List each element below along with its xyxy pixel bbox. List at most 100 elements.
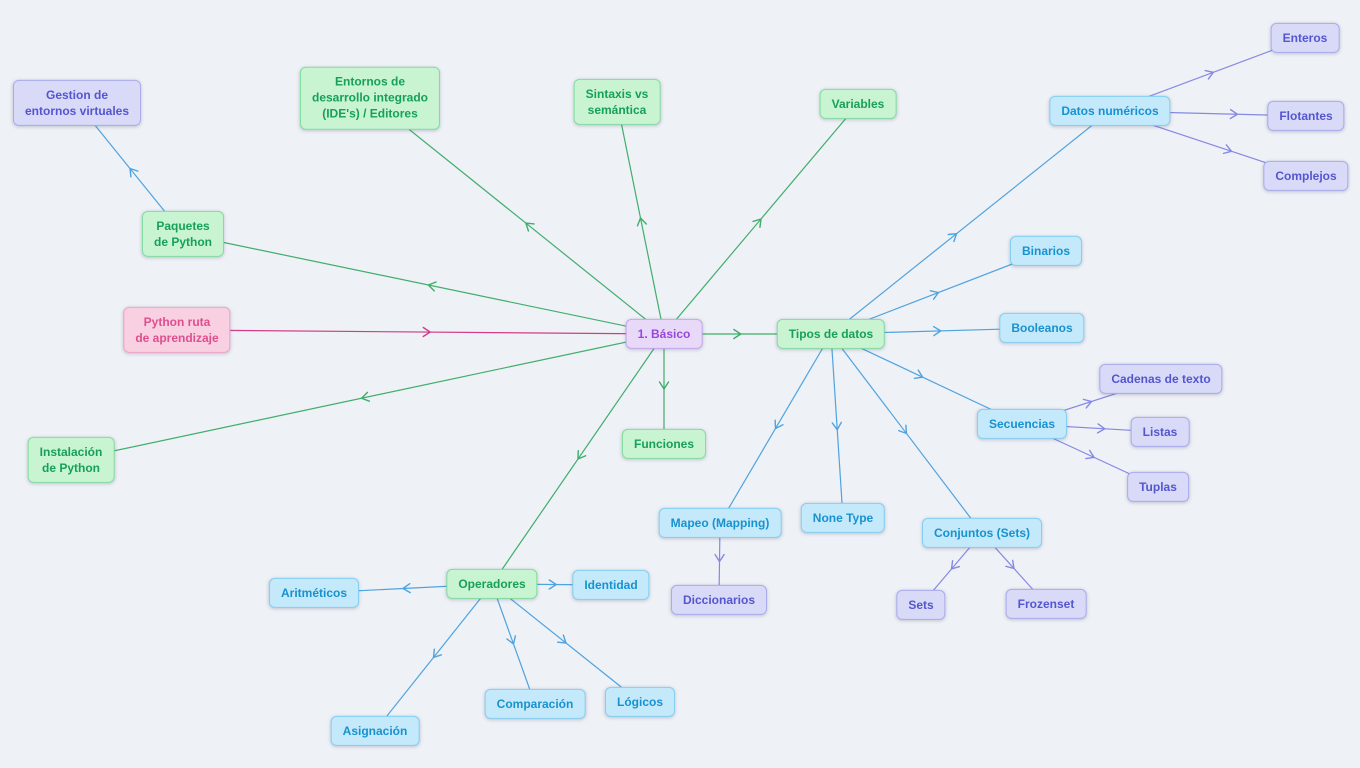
node-mapeo[interactable]: Mapeo (Mapping) [658,507,782,539]
arrowhead-basico-funciones [658,381,670,390]
node-sintaxis-label-line: semántica [587,103,647,117]
node-instalacion[interactable]: Instalación de Python [27,436,115,484]
node-sets-label-line: Sets [908,597,934,612]
node-secuencias[interactable]: Secuencias [976,408,1068,440]
node-booleanos-label-line: Booleanos [1011,320,1073,335]
node-logicos[interactable]: Lógicos [604,686,676,718]
node-diccionarios[interactable]: Diccionarios [670,584,768,616]
arrowhead-tipos-mapeo [774,419,784,430]
node-identidad-label-line: Identidad [584,577,638,592]
arrowhead-datos-num-enteros [1204,69,1215,80]
node-booleanos[interactable]: Booleanos [999,312,1085,344]
node-identidad[interactable]: Identidad [572,569,650,601]
node-python-ruta[interactable]: Python ruta de aprendizaje [123,306,231,354]
arrowhead-operadores-comparacion [506,635,517,645]
node-paquetes[interactable]: Paquetes de Python [141,210,225,258]
node-conjuntos[interactable]: Conjuntos (Sets) [922,517,1042,549]
node-instalacion-label-line: de Python [41,461,100,475]
node-ides-label-line: Entornos de [334,74,405,89]
node-ides-label-line: desarrollo integrado [311,90,429,105]
node-frozenset[interactable]: Frozenset [1005,588,1087,620]
node-binarios-label-line: Binarios [1021,243,1071,258]
arrowhead-basico-instalacion [360,391,371,402]
node-sintaxis-label-line: Sintaxis vs [585,86,649,101]
arrowhead-tipos-booleanos [932,325,942,337]
node-conjuntos-label-line: Conjuntos (Sets) [934,525,1030,540]
node-comparacion-label-line: Comparación [496,696,574,711]
node-basico[interactable]: 1. Básico [625,318,703,350]
arrowhead-python-ruta-basico [422,326,431,338]
node-binarios[interactable]: Binarios [1009,235,1083,267]
arrowhead-conjuntos-frozenset [1005,559,1015,570]
arrowhead-conjuntos-sets [950,560,961,570]
arrowhead-basico-sintaxis [636,217,648,227]
arrowhead-basico-ides [525,222,535,232]
arrowhead-basico-paquetes [427,281,437,292]
node-python-ruta-label-line: Python ruta [143,314,211,329]
node-gestion-label-line: Gestion de [45,87,108,102]
node-aritmeticos[interactable]: Aritméticos [268,577,360,609]
edge-basico-ides [369,97,665,335]
edge-tipos-nonetype [830,333,844,519]
node-logicos-label-line: Lógicos [616,694,664,709]
arrowhead-datos-num-flotantes [1229,108,1239,120]
arrowhead-tipos-conjuntos [897,424,908,435]
arrowhead-operadores-identidad [548,579,557,590]
node-sets[interactable]: Sets [896,589,946,621]
node-aritmeticos-label-line: Aritméticos [280,585,348,600]
edge-basico-paquetes [182,233,665,335]
arrowhead-paquetes-gestion [129,167,139,178]
arrowhead-tipos-nonetype [831,421,842,431]
arrowhead-tipos-binarios [929,290,940,300]
edge-basico-instalacion [70,333,665,461]
arrowhead-operadores-aritmeticos [402,582,411,594]
node-enteros[interactable]: Enteros [1270,22,1340,54]
node-enteros-label-line: Enteros [1282,30,1328,45]
node-secuencias-label-line: Secuencias [988,416,1056,431]
arrowhead-operadores-logicos [557,634,567,644]
arrowhead-mapeo-diccionarios [714,553,725,563]
node-ides-label-line: (IDE's) / Editores [322,107,418,122]
arrowhead-operadores-asignacion [432,648,443,659]
node-cadenas[interactable]: Cadenas de texto [1099,363,1223,395]
node-flotantes[interactable]: Flotantes [1267,100,1345,132]
node-listas[interactable]: Listas [1130,416,1190,448]
arrowhead-secuencias-tuplas [1085,449,1095,460]
node-funciones-label-line: Funciones [633,436,695,451]
node-cadenas-label-line: Cadenas de texto [1111,371,1211,386]
node-frozenset-label-line: Frozenset [1017,596,1075,611]
arrowhead-basico-variables [752,218,762,228]
node-listas-label-line: Listas [1142,424,1178,439]
arrowhead-secuencias-cadenas [1082,398,1093,409]
node-nonetype[interactable]: None Type [800,502,886,534]
node-tuplas-label-line: Tuplas [1139,479,1177,494]
arrowhead-basico-tipos [733,328,742,340]
node-asignacion[interactable]: Asignación [330,715,420,747]
node-variables[interactable]: Variables [819,88,897,120]
node-basico-label-line: 1. Básico [637,326,691,341]
edge-tipos-datos-num [830,110,1111,335]
node-comparacion[interactable]: Comparación [484,688,586,720]
node-funciones[interactable]: Funciones [621,428,707,460]
node-complejos[interactable]: Complejos [1263,160,1349,192]
node-mapeo-label-line: Mapeo (Mapping) [670,515,770,530]
node-paquetes-label-line: de Python [153,235,213,249]
node-datos-num-label-line: Datos numéricos [1061,103,1159,118]
node-nonetype-label-line: None Type [812,510,874,525]
node-paquetes-label-line: Paquetes [156,218,210,233]
node-variables-label-line: Variables [831,96,885,111]
node-sintaxis[interactable]: Sintaxis vs semántica [573,78,661,126]
node-tuplas[interactable]: Tuplas [1127,471,1189,503]
node-datos-num[interactable]: Datos numéricos [1049,95,1171,127]
arrowhead-datos-num-complejos [1222,144,1233,155]
node-complejos-label-line: Complejos [1275,168,1337,183]
node-operadores[interactable]: Operadores [446,568,538,600]
node-tipos[interactable]: Tipos de datos [776,318,886,350]
node-instalacion-label-line: Instalación [39,444,103,459]
edge-python-ruta-basico [176,329,665,335]
node-asignacion-label-line: Asignación [342,723,408,738]
node-python-ruta-label-line: de aprendizaje [135,331,219,345]
